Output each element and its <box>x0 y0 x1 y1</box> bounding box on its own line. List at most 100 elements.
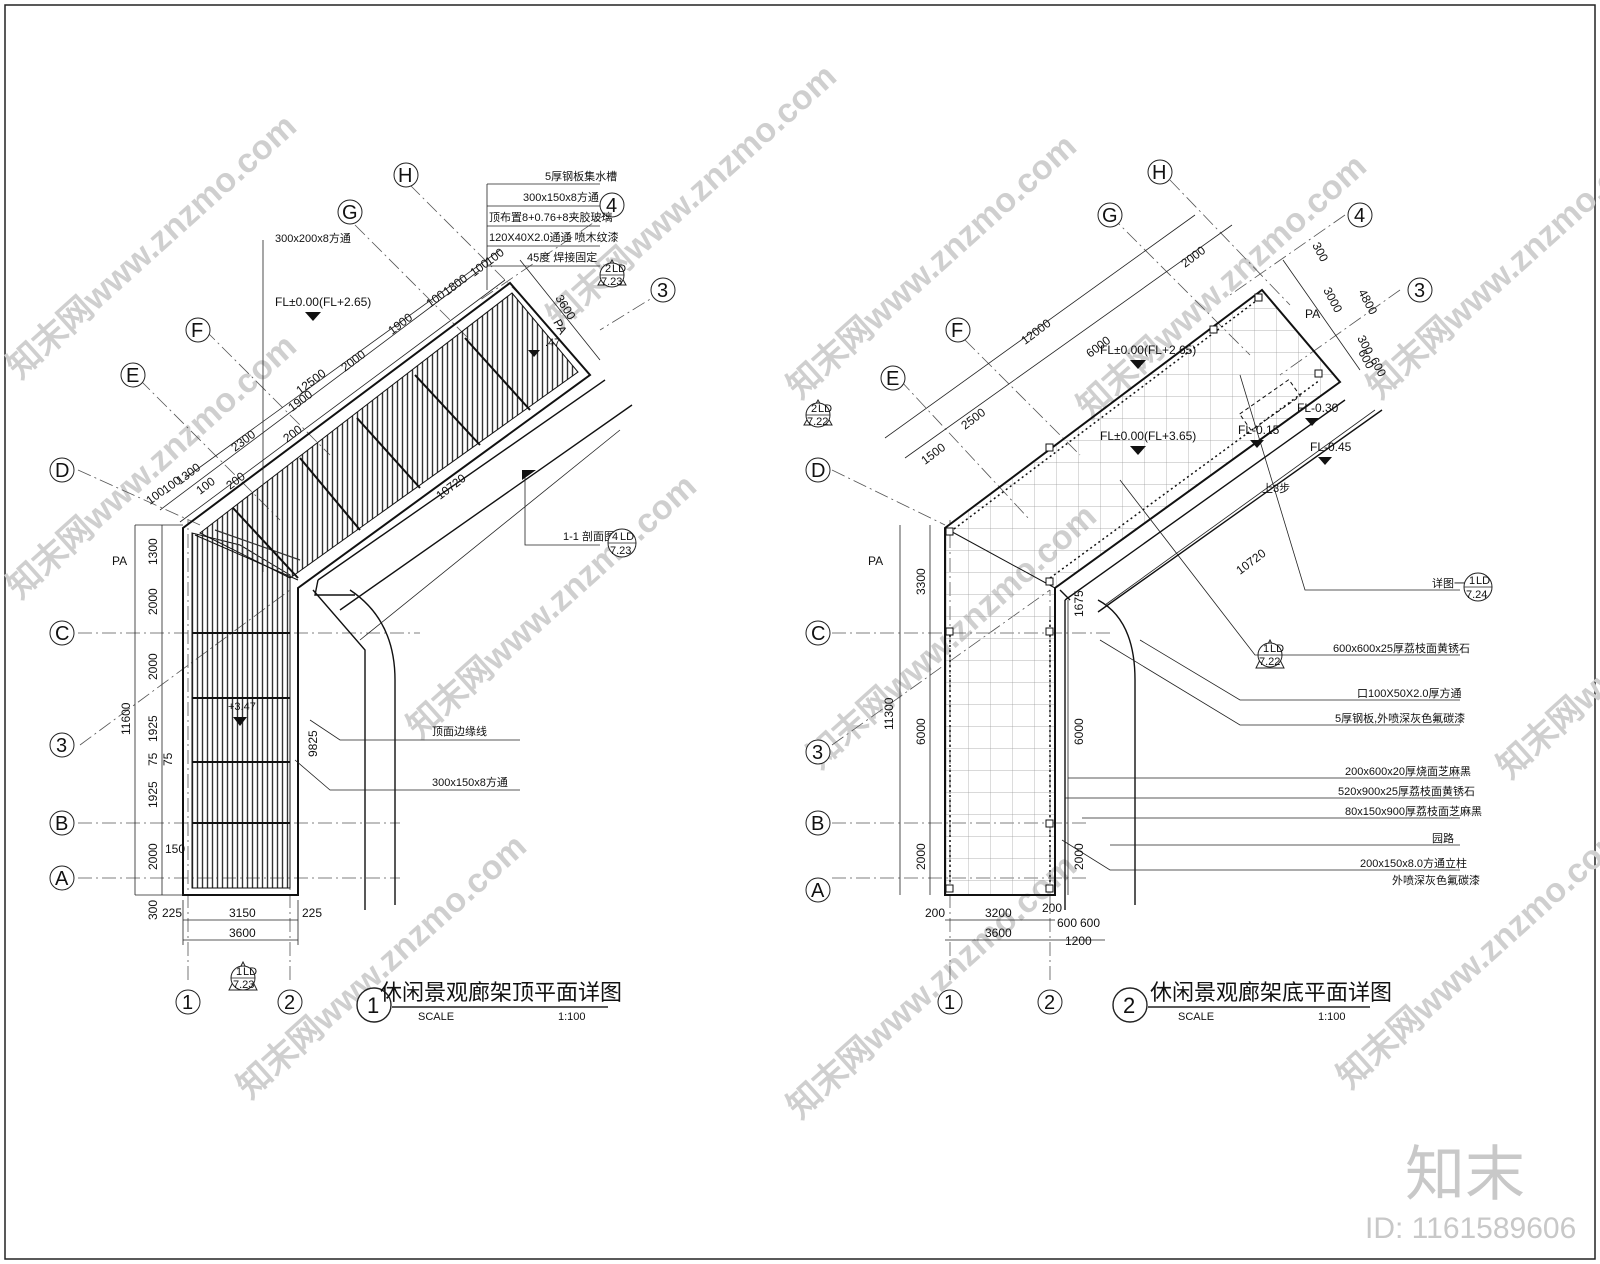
dim-lines-2 <box>884 214 1376 941</box>
dims-bottom-1: 225 3150 225 3600 <box>162 906 322 940</box>
beams-2 <box>949 297 1321 890</box>
axis-2-1: 2 <box>284 992 295 1014</box>
plan-1-title-block: 1 休闲景观廊架顶平面详图 SCALE 1:100 <box>356 980 622 1023</box>
callout-1-7-22: 1 LD 7.22 <box>1255 638 1285 669</box>
roof-hatch-diagonal <box>199 292 579 579</box>
brand-logo: 知末 ID: 1161589606 <box>1365 1141 1576 1245</box>
svg-text:1: 1 <box>236 966 242 978</box>
svg-text:1: 1 <box>1263 643 1269 655</box>
axis-3b-2: 3 <box>1414 280 1425 302</box>
title-number-circle-2 <box>1112 987 1148 1023</box>
section-triangle-1 <box>522 470 536 480</box>
level-label-1: FL±0.00(FL+2.65) <box>275 295 371 309</box>
pa-label-2a: PA <box>868 554 883 568</box>
note-section-1-1: 1-1 剖面图 <box>563 529 615 543</box>
axis-A-1: A <box>55 868 69 890</box>
note-column-tube: 200x150x8.0方通立柱 <box>1360 856 1467 870</box>
axis-H-1: H <box>398 165 412 187</box>
dim-2000-b: 2000 <box>146 653 160 680</box>
watermark-3: 知末网www.znzmo.com <box>400 467 704 746</box>
level-small-a: .47 <box>545 337 560 349</box>
dim2-2000: 2000 <box>914 843 928 870</box>
level-triangle-2c <box>1250 440 1264 448</box>
dim-lines-diag-1 <box>159 249 621 641</box>
dim2-600-b: 600 <box>1080 916 1100 930</box>
note-stone-520x900: 520x900x25厚荔枝面黄锈石 <box>1338 784 1475 798</box>
dim2-3000: 3000 <box>1320 285 1345 315</box>
roof-edge-line-1 <box>194 534 299 581</box>
note-tube-300x200: 300x200x8方通 <box>275 231 351 245</box>
watermark-6: 知末网www.znzmo.com <box>780 127 1084 406</box>
axis-F-2: F <box>951 320 963 342</box>
note-roof-edge: 顶面边缘线 <box>432 724 487 738</box>
step-dashed-2 <box>1238 378 1302 432</box>
axis-E-1: E <box>126 365 139 387</box>
dim-225-a: 225 <box>162 906 182 920</box>
axis-labels-2: A B C D E F G H 1 2 3 3 4 <box>811 162 1425 1014</box>
axis-D-2: D <box>811 460 825 482</box>
dim2-2500: 2500 <box>958 405 988 432</box>
dim2-4800: 4800 <box>1355 287 1380 317</box>
dim2-2000-d: 2000 <box>1178 243 1208 270</box>
dims-mid-2: 1675 6000 2000 <box>1072 590 1086 870</box>
level-label-2a: FL±0.00(FL+2.65) <box>1100 343 1196 357</box>
dim-d200-a: 200 <box>280 422 305 445</box>
svg-text:7.23: 7.23 <box>233 979 254 991</box>
dim2-12000: 12000 <box>1018 316 1053 347</box>
dim-1300: 1300 <box>146 538 160 565</box>
notes-2: 上3步 详图一 600x600x25厚荔枝面黄锈石 口100X50X2.0厚方通… <box>1262 482 1482 887</box>
pa-label-2b: PA <box>1305 307 1320 321</box>
level-markers-1: FL±0.00(FL+2.65) PA PA .47 +3.47 <box>112 295 570 726</box>
axis-1-2: 1 <box>944 992 955 1014</box>
watermark-11: 知末网www.znzmo.com <box>1490 507 1600 786</box>
brand-id: ID: 1161589606 <box>1365 1212 1576 1245</box>
level-triangle-2 <box>528 350 540 357</box>
title-number-circle-1 <box>356 987 392 1023</box>
level-triangle-2e <box>1318 457 1332 465</box>
leaders-1 <box>262 184 600 791</box>
svg-text:2: 2 <box>811 403 817 415</box>
svg-text:7.22: 7.22 <box>1259 656 1280 668</box>
level-triangle-2a <box>1130 360 1146 369</box>
scale-value-1: 1:100 <box>558 1011 586 1023</box>
dim2-6000: 6000 <box>914 718 928 745</box>
svg-text:LD: LD <box>612 263 626 275</box>
svg-text:7.23: 7.23 <box>610 545 631 557</box>
dim-d100-f: 100 <box>193 474 218 497</box>
dim2-200-a: 200 <box>925 906 945 920</box>
level-label-2d: FL-0.30 <box>1297 401 1339 415</box>
level-triangle-2b <box>1130 446 1146 455</box>
note-tube-300x150-b: 300x150x8方通 <box>432 775 508 789</box>
dim2-11300: 11300 <box>882 697 896 730</box>
sheet-border <box>4 4 1596 1260</box>
dim2-300-a: 300 <box>1309 240 1331 265</box>
scale-label-2: SCALE <box>1178 1011 1214 1023</box>
callout-1-7-24: 1 LD 7.24 <box>1463 572 1493 602</box>
axis-bubbles-1 <box>49 162 676 1015</box>
title-number-1: 1 <box>367 993 379 1018</box>
dim-3600-bottom: 3600 <box>229 926 256 940</box>
scale-label-1: SCALE <box>418 1011 454 1023</box>
note-up-3-steps: 上3步 <box>1262 482 1290 495</box>
axis-3a-2: 3 <box>812 742 823 764</box>
dim2-3300: 3300 <box>914 568 928 595</box>
dim-9825: 9825 <box>306 730 320 757</box>
svg-text:2: 2 <box>605 263 611 275</box>
note-detail-1: 详图一 <box>1432 576 1465 590</box>
axis-C-1: C <box>55 623 69 645</box>
dim-1925-a: 1925 <box>146 715 160 742</box>
svg-text:4: 4 <box>612 531 618 543</box>
dim-lines-bottom-1 <box>182 900 299 945</box>
axis-B-1: B <box>55 813 68 835</box>
callout-1-7-23: 1 LD 7.23 <box>228 960 258 991</box>
dim-150: 150 <box>165 842 185 856</box>
axis-E-2: E <box>886 368 899 390</box>
axis-2-2: 2 <box>1044 992 1055 1014</box>
axis-4-2: 4 <box>1354 205 1365 227</box>
dim2-3600: 3600 <box>985 926 1012 940</box>
dim-225-b: 225 <box>302 906 322 920</box>
note-tube-300x150: 300x150x8方通 <box>523 190 599 204</box>
level-label-2c: FL-0.15 <box>1238 423 1280 437</box>
dim-1925-b: 1925 <box>146 781 160 808</box>
